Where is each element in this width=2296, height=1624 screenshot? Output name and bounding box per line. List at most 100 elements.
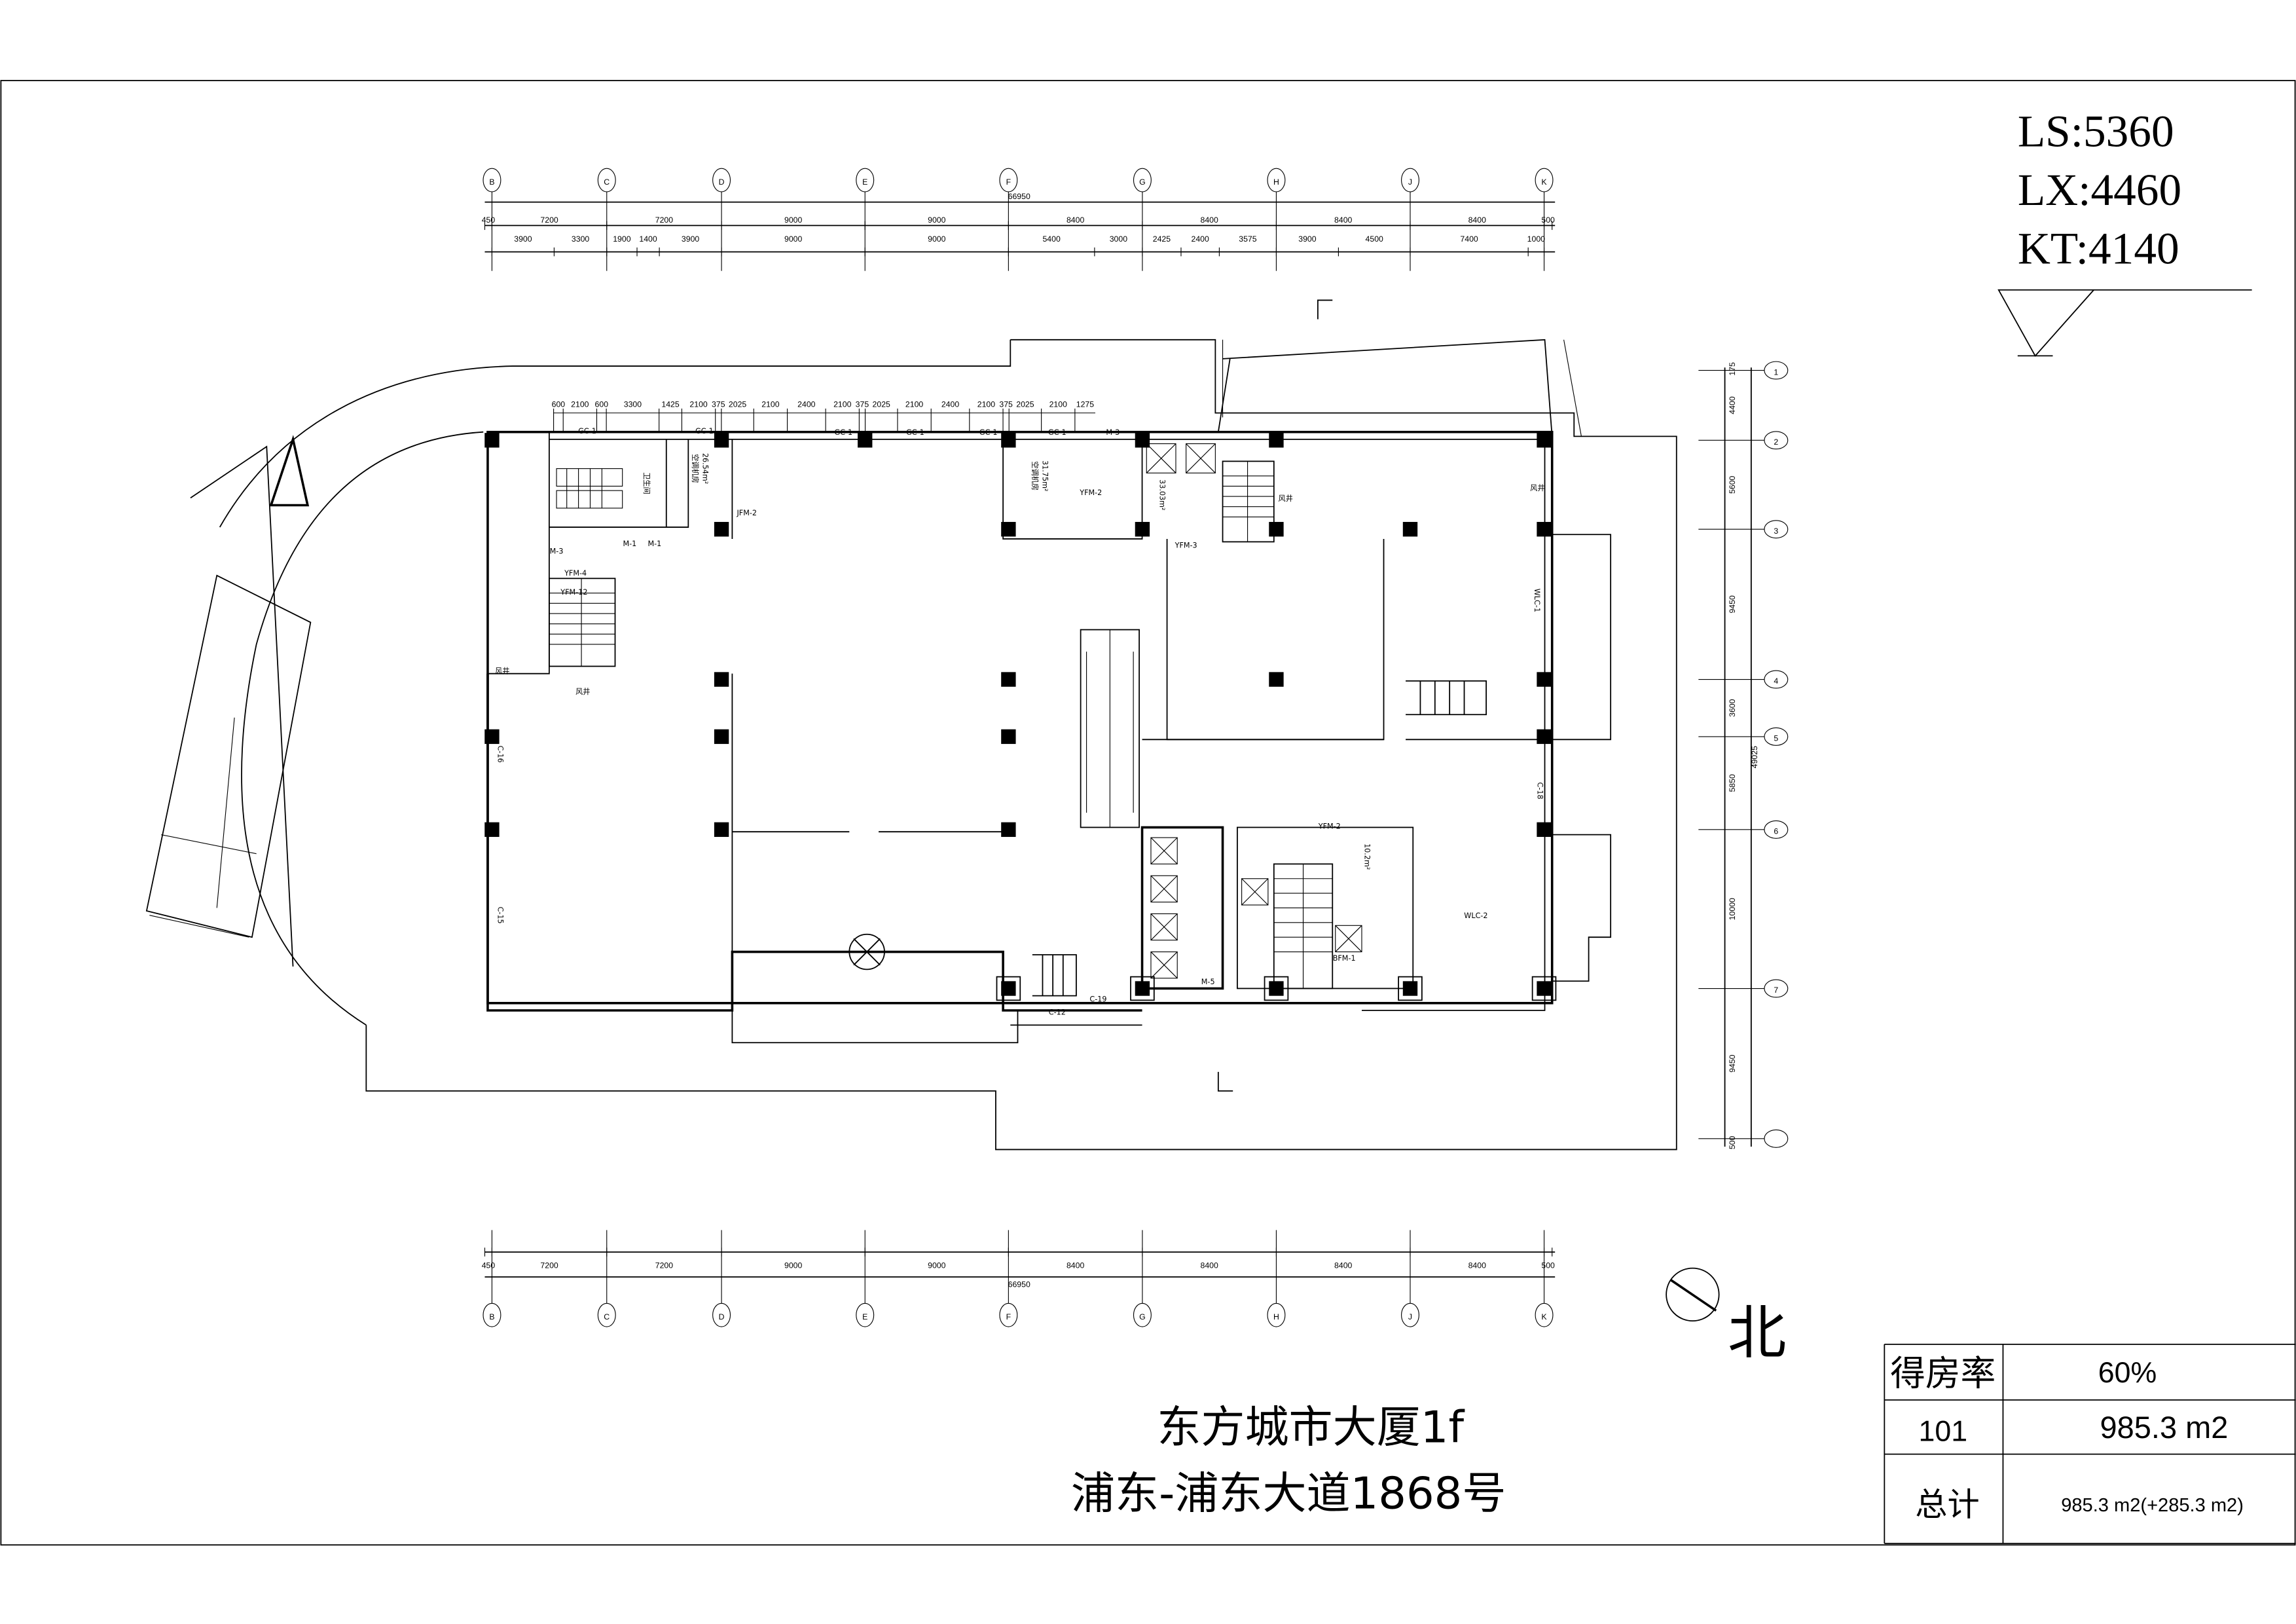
title-address: 浦东-浦东大道1868号 xyxy=(1071,1467,1506,1519)
toilet-fixtures xyxy=(556,468,623,509)
axis-label-H: H xyxy=(1273,177,1279,187)
axis-bubble xyxy=(1267,1302,1286,1327)
window-dimension-value: 1275 xyxy=(1076,400,1094,409)
column xyxy=(1001,981,1016,996)
axis-bubble xyxy=(1133,1302,1152,1327)
window-dimension-value: 2100 xyxy=(689,400,707,409)
tag-gc1-b: GC-1 xyxy=(695,427,714,435)
core-north-elevators xyxy=(1146,443,1216,473)
axis-label-H: H xyxy=(1273,1312,1279,1321)
window-dimension-value: 375 xyxy=(856,400,869,409)
stair-east xyxy=(1406,680,1487,716)
tag-gc1-c: GC-1 xyxy=(835,428,853,437)
dimension-value: 9000 xyxy=(928,1261,945,1270)
tag-jfm2: JFM-2 xyxy=(737,509,757,517)
column xyxy=(714,822,729,838)
dimension-value: 2400 xyxy=(1192,234,1209,244)
dimension-value: 500 xyxy=(1541,1261,1555,1270)
label-toilet: 卫生间 xyxy=(642,472,651,494)
stair-nw xyxy=(548,578,616,667)
axis-bubble xyxy=(483,168,501,193)
column xyxy=(1269,981,1284,996)
sheet-frame xyxy=(0,80,2296,1546)
window-dimension-value: 2025 xyxy=(873,400,890,409)
dimension-value: 5600 xyxy=(1728,475,1737,493)
axis-label-E: E xyxy=(862,177,867,187)
site-outline xyxy=(145,339,1677,1151)
dimension-value: 8400 xyxy=(1201,215,1218,225)
column xyxy=(714,433,729,448)
axis-bubble xyxy=(856,1302,875,1327)
tag-gc1-d: GC-1 xyxy=(906,428,924,437)
dimension-value: 3900 xyxy=(514,234,532,244)
dimension-value: 8400 xyxy=(1334,215,1352,225)
column xyxy=(1402,522,1418,537)
axis-bubble xyxy=(1535,1302,1554,1327)
tag-gc1-a: GC-1 xyxy=(578,427,596,435)
column-outline xyxy=(996,976,1021,1001)
axis-label-1: 1 xyxy=(1774,367,1778,377)
dimension-value: 8400 xyxy=(1066,215,1084,225)
tag-m1-b: M-1 xyxy=(647,540,661,548)
dimension-value: 2425 xyxy=(1153,234,1171,244)
dimension-value: 3900 xyxy=(682,234,699,244)
tag-m5: M-5 xyxy=(1201,978,1215,986)
dimension-value: 1400 xyxy=(639,234,657,244)
column xyxy=(484,729,500,745)
axis-bubble xyxy=(1535,168,1554,193)
label-lobby-area: 33.03m² xyxy=(1157,479,1166,510)
dimension-value: 8400 xyxy=(1334,1261,1352,1270)
column-outline xyxy=(1264,976,1289,1001)
window-dimension-value: 2100 xyxy=(761,400,779,409)
dimension-value: 8400 xyxy=(1201,1261,1218,1270)
structural-columns xyxy=(484,433,1557,1001)
dimension-value: 1000 xyxy=(1527,234,1545,244)
label-shaft-4: 风井 xyxy=(575,687,590,696)
column xyxy=(484,433,500,448)
dimension-value: 9000 xyxy=(928,234,945,244)
axis-label-E: E xyxy=(862,1312,867,1321)
column xyxy=(1537,981,1552,996)
tag-c16: C-16 xyxy=(496,746,505,763)
title-building: 东方城市大厦1f xyxy=(1157,1402,1465,1453)
north-label: 北 xyxy=(1728,1299,1786,1367)
axis-bubble xyxy=(1764,1129,1789,1148)
window-dimension-value: 2100 xyxy=(905,400,923,409)
axis-label-K: K xyxy=(1541,177,1547,187)
area-table: 得房率 60% 101 985.3 m2 总计 985.3 m2(+285.3 … xyxy=(1884,1343,2296,1544)
window-dimension-value: 2100 xyxy=(571,400,589,409)
dimension-value: 7200 xyxy=(540,215,558,225)
building-walls xyxy=(486,430,1612,1044)
dimension-value: 7200 xyxy=(655,215,673,225)
window-dimension-value: 1425 xyxy=(661,400,679,409)
column-outline xyxy=(1398,976,1423,1001)
window-dimension-value: 2400 xyxy=(941,400,959,409)
tag-gc1-f: GC-1 xyxy=(1048,428,1066,437)
tag-wlc2: WLC-2 xyxy=(1464,912,1487,920)
axis-label-7: 7 xyxy=(1774,986,1778,995)
dimension-value: 175 xyxy=(1728,362,1737,376)
dimension-value: 9000 xyxy=(784,234,802,244)
column xyxy=(1537,822,1552,838)
room-labels: 卫生间 26.54m² 空调机房 31.75m² 空调机房 33.03m² 10… xyxy=(495,453,1544,870)
total-width-top: 66950 xyxy=(1008,192,1030,201)
window-dimension-value: 2100 xyxy=(977,400,995,409)
column xyxy=(1001,672,1016,687)
tag-m3-b: M-3 xyxy=(1106,428,1120,437)
dimension-value: 3900 xyxy=(1298,234,1316,244)
column xyxy=(714,729,729,745)
window-dimension-value: 600 xyxy=(552,400,566,409)
tag-yfm12: YFM-12 xyxy=(560,588,587,597)
window-dimension-value: 600 xyxy=(595,400,609,409)
column xyxy=(1269,672,1284,687)
dimension-value: 8400 xyxy=(1468,215,1486,225)
axis-label-B: B xyxy=(489,177,494,187)
dimension-value: 9450 xyxy=(1728,1054,1737,1072)
tag-yfm3: YFM-3 xyxy=(1175,541,1197,549)
label-core-area: 10.2m² xyxy=(1362,843,1371,870)
tag-m3: M-3 xyxy=(550,547,564,555)
column-outline xyxy=(1130,976,1155,1001)
column xyxy=(1001,729,1016,745)
dimension-value: 3575 xyxy=(1239,234,1256,244)
window-dimension-value: 2025 xyxy=(729,400,746,409)
